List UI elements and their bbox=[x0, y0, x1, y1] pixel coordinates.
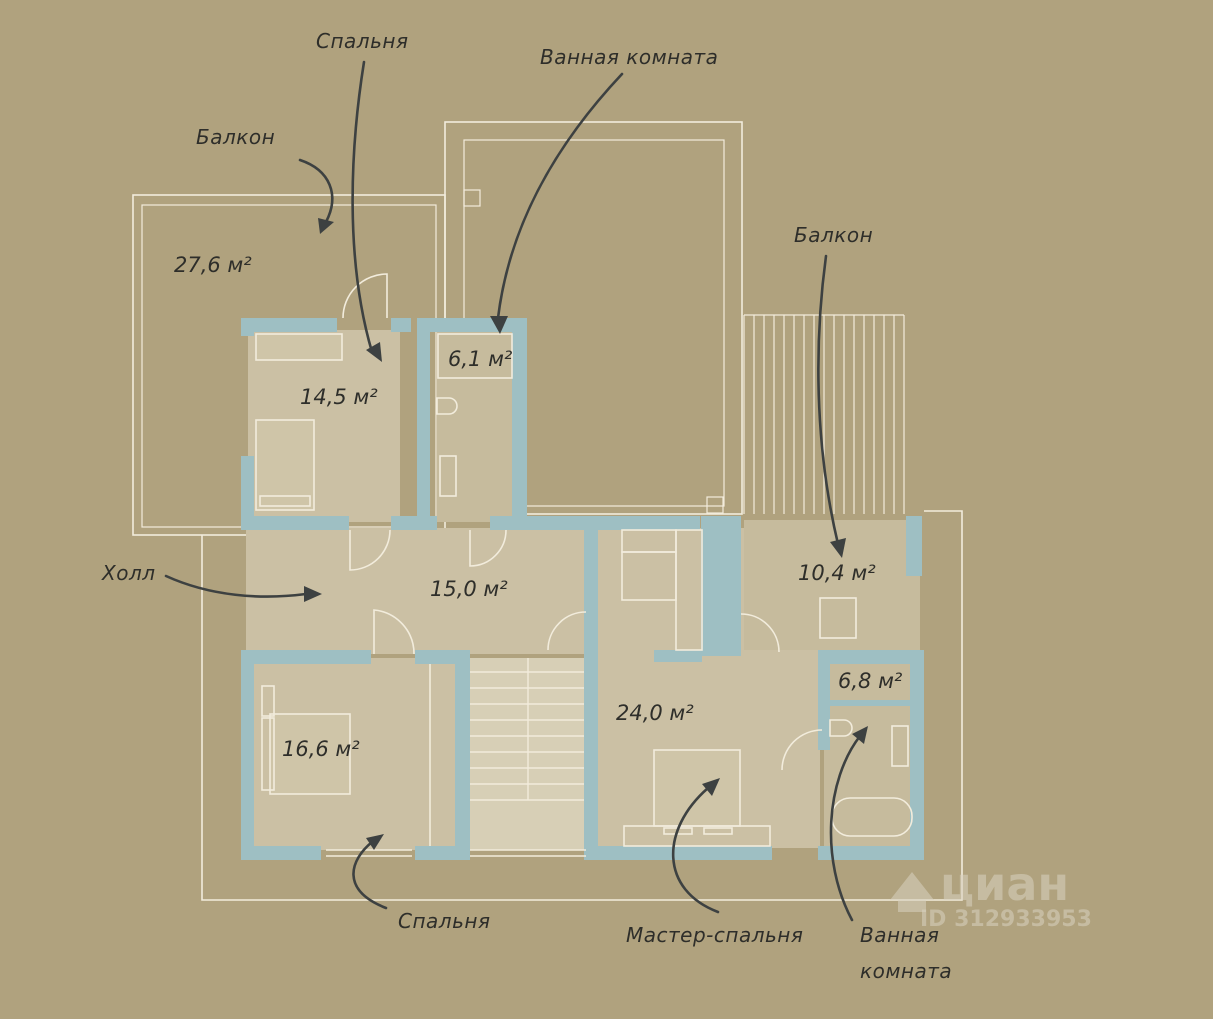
area-labels: 27,6 м² 14,5 м² 6,1 м² 15,0 м² 10,4 м² 1… bbox=[174, 253, 903, 761]
staircase bbox=[470, 658, 586, 801]
area-bedroom-bottom: 16,6 м² bbox=[282, 737, 360, 761]
label-balcony-right: Балкон bbox=[794, 223, 873, 247]
watermark-brand: циан bbox=[940, 857, 1069, 911]
callout-labels: Спальня Ванная комната Балкон Балкон Хол… bbox=[101, 29, 952, 983]
watermark: циан ID 312933953 bbox=[890, 857, 1092, 932]
label-master-bedroom: Мастер-спальня bbox=[626, 923, 803, 947]
arrow-bathroom-top bbox=[496, 72, 624, 320]
site-outlines bbox=[132, 121, 963, 901]
area-balcony-top-left: 27,6 м² bbox=[174, 253, 252, 277]
label-bedroom-bottom: Спальня bbox=[398, 909, 490, 933]
label-bathroom-bottom-line1: Ванная bbox=[860, 923, 939, 947]
area-bedroom-top: 14,5 м² bbox=[300, 385, 378, 409]
label-balcony-top-left: Балкон bbox=[196, 125, 275, 149]
arrow-balcony-right bbox=[817, 254, 840, 546]
area-master-bedroom: 24,0 м² bbox=[616, 701, 694, 725]
label-bathroom-top: Ванная комната bbox=[540, 45, 718, 69]
walls bbox=[241, 318, 924, 860]
area-bathroom-bottom: 6,8 м² bbox=[838, 669, 903, 693]
label-hall: Холл bbox=[101, 561, 156, 585]
label-bedroom-top: Спальня bbox=[316, 29, 408, 53]
arrow-master-bedroom bbox=[671, 786, 720, 914]
arrow-hall bbox=[164, 574, 308, 598]
fixtures bbox=[255, 273, 913, 857]
arrow-bedroom-top bbox=[351, 60, 374, 354]
arrow-balcony-top-left bbox=[298, 158, 334, 224]
callout-arrows bbox=[164, 60, 868, 922]
arrow-bedroom-bottom bbox=[352, 840, 388, 910]
watermark-id: ID 312933953 bbox=[920, 907, 1092, 932]
balcony-railing bbox=[743, 314, 905, 514]
cian-logo-icon bbox=[890, 872, 934, 912]
area-hall: 15,0 м² bbox=[430, 577, 508, 601]
area-balcony-right: 10,4 м² bbox=[798, 561, 876, 585]
label-bathroom-bottom-line2: комната bbox=[860, 959, 952, 983]
arrow-bathroom-bottom bbox=[829, 734, 862, 922]
area-bathroom-top: 6,1 м² bbox=[448, 347, 513, 371]
